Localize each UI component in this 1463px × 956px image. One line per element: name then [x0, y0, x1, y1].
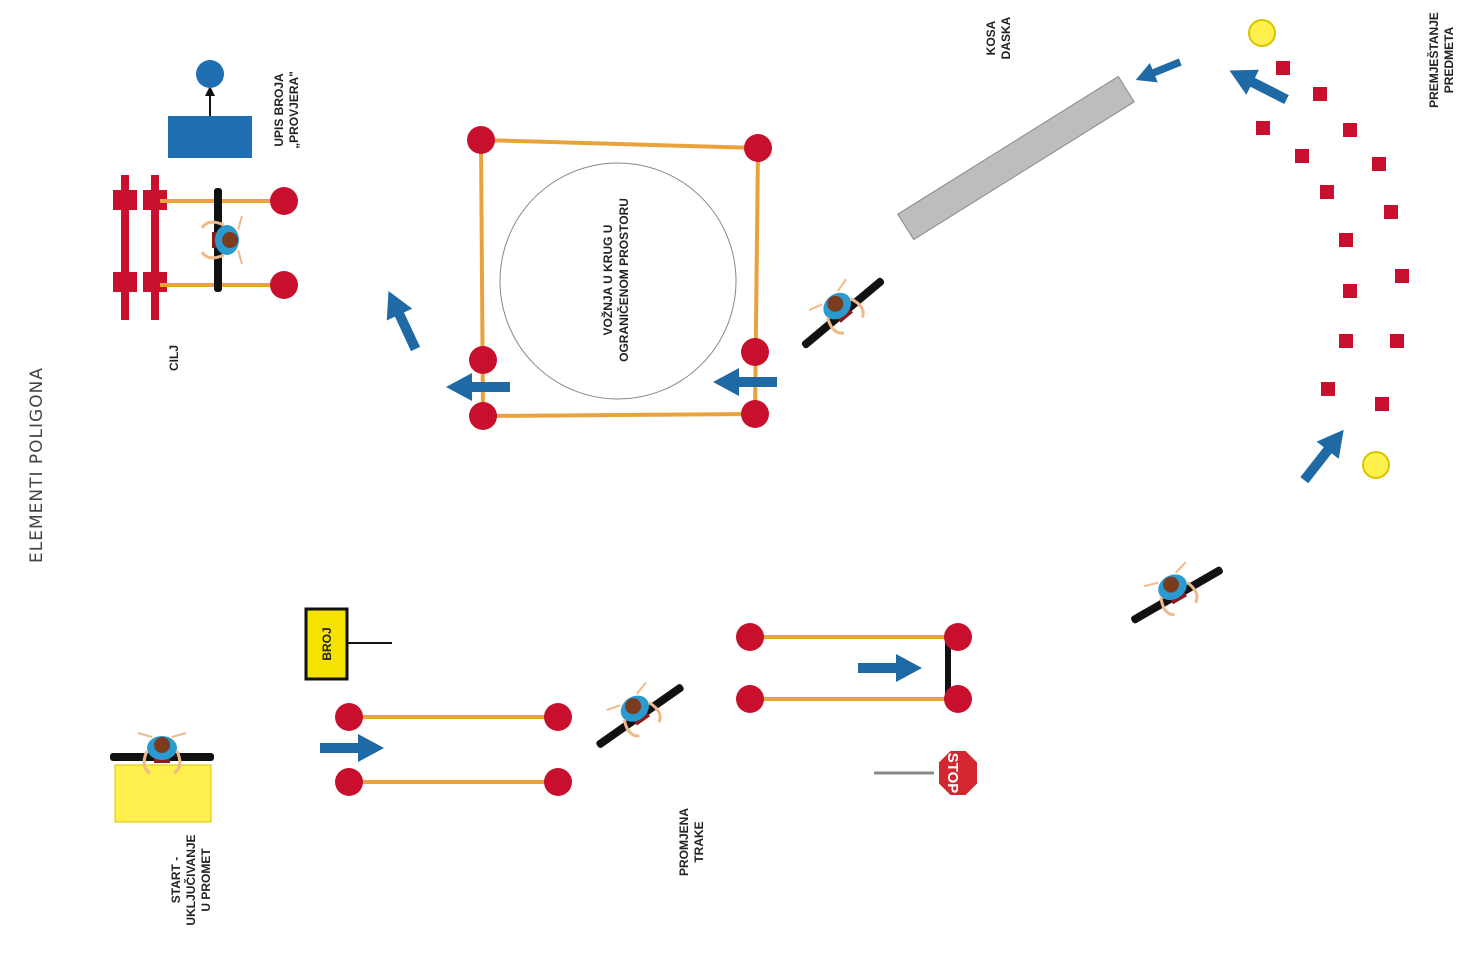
- number-sign: BROJ: [304, 607, 392, 681]
- cone: [741, 338, 769, 366]
- stop-sign: STOP: [874, 749, 979, 797]
- cone: [270, 187, 298, 215]
- rider-icon: [1118, 546, 1232, 637]
- arrow-icon: [1131, 52, 1185, 90]
- traka-label-line1: PROMJENA: [677, 808, 691, 876]
- cone: [944, 685, 972, 713]
- finish-bar-left: [121, 175, 129, 320]
- arrow-icon: [446, 373, 510, 401]
- cone: [544, 703, 572, 731]
- arrow-icon: [375, 285, 429, 355]
- broj-sign-label: BROJ: [320, 627, 334, 660]
- start-label-line3: U PROMET: [199, 848, 213, 912]
- start-label-line1: START -: [169, 857, 183, 903]
- cone: [335, 703, 363, 731]
- cone: [544, 768, 572, 796]
- circle-label-line1: VOŽNJA U KRUG U: [600, 225, 615, 336]
- slanted-board: [897, 75, 1135, 241]
- start-label-line2: UKLJUČIVANJE: [183, 834, 198, 925]
- stop-sign-label: STOP: [944, 753, 961, 794]
- prem-label-line2: PREDMETA: [1442, 26, 1456, 93]
- cone: [469, 402, 497, 430]
- upis-label-line2: „PROVJERA": [287, 71, 301, 149]
- yellow-marker: [1362, 451, 1390, 479]
- slanted-board-section: KOSA DASKA: [786, 16, 1185, 361]
- cone: [944, 623, 972, 651]
- kosa-label-line1: KOSA: [984, 20, 998, 55]
- lane-change-section: PROMJENA TRAKE: [677, 623, 972, 876]
- cone: [736, 623, 764, 651]
- start-section: START - UKLJUČIVANJE U PROMET: [108, 731, 216, 926]
- kosa-label-line2: DASKA: [999, 16, 1013, 59]
- arrow-icon: [1293, 421, 1355, 489]
- arrow-icon: [320, 734, 384, 762]
- circle-ride-section: VOŽNJA U KRUG U OGRANIČENOM PROSTORU: [375, 126, 777, 430]
- rider-icon: [200, 186, 244, 294]
- cone: [741, 400, 769, 428]
- arrow-icon: [713, 368, 777, 396]
- cone: [270, 271, 298, 299]
- rider-icon: [582, 665, 694, 761]
- diagram-title: ELEMENTI POLIGONA: [27, 367, 47, 563]
- traka-label-line2: TRAKE: [692, 821, 706, 862]
- cone: [335, 768, 363, 796]
- object-moving-section: PREMJEŠTANJE PREDMETA: [1118, 12, 1456, 637]
- prem-label-line1: PREMJEŠTANJE: [1426, 12, 1441, 108]
- riding-circle: [499, 162, 737, 400]
- start-box: [114, 764, 212, 823]
- number-entry-station: UPIS BROJA „PROVJERA": [168, 60, 301, 158]
- blue-marker: [196, 60, 224, 88]
- cone: [736, 685, 764, 713]
- cone: [469, 346, 497, 374]
- entry-box: [168, 116, 252, 158]
- upis-label-line1: UPIS BROJA: [272, 73, 286, 147]
- finish-bar-right: [151, 175, 159, 320]
- lane-section-1: [320, 665, 694, 796]
- stop-sign-icon: [937, 749, 979, 797]
- cone: [467, 126, 495, 154]
- arrow-icon: [858, 654, 922, 682]
- rider-icon: [786, 259, 895, 361]
- circle-label-line2: OGRANIČENOM PROSTORU: [616, 198, 631, 362]
- yellow-marker: [1248, 19, 1276, 47]
- cone: [744, 134, 772, 162]
- finish-section: CILJ: [113, 175, 298, 371]
- finish-label: CILJ: [167, 345, 181, 371]
